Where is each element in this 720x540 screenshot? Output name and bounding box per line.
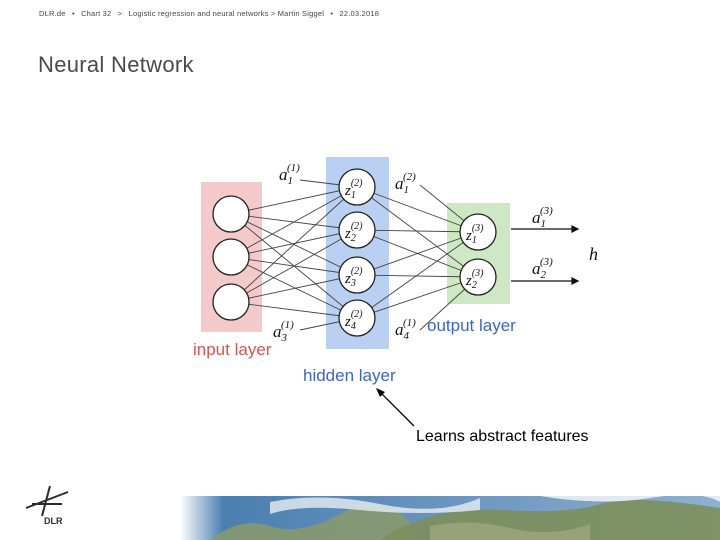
output-node-label: z2(3) bbox=[465, 268, 484, 291]
output-activation-2: a2(3) bbox=[532, 256, 553, 281]
activation-label-input-top: a1(1) bbox=[279, 162, 300, 187]
connection-hidden-output bbox=[356, 274, 479, 278]
output-activation-1: a1(3) bbox=[532, 205, 553, 230]
connection-hidden-output bbox=[356, 229, 479, 233]
activation-label-hidden-top: a1(2) bbox=[395, 171, 416, 196]
connection-input-hidden bbox=[230, 186, 358, 258]
connection-input-hidden bbox=[230, 186, 358, 215]
hidden-node bbox=[338, 256, 376, 294]
connection-hidden-output bbox=[356, 186, 479, 278]
input-node bbox=[212, 195, 250, 233]
annotation-pointer-head bbox=[376, 388, 385, 397]
hidden-node bbox=[338, 168, 376, 206]
connection-input-hidden bbox=[230, 301, 358, 319]
header-date: 22.03.2018 bbox=[339, 9, 380, 18]
annotation-pointer bbox=[379, 391, 415, 427]
hidden-node-label: z4(2) bbox=[344, 309, 363, 332]
hidden-layer-label: hidden layer bbox=[303, 366, 396, 385]
header-chart: Chart 32 bbox=[81, 9, 112, 18]
activation-label-hidden-bottom: a4(1) bbox=[395, 317, 416, 342]
earth-imagery-strip bbox=[180, 496, 720, 540]
hidden-node-label: z3(2) bbox=[344, 266, 363, 289]
slide-header: DLR.de • Chart 32 > Logistic regression … bbox=[39, 9, 383, 18]
connection-hidden-output bbox=[356, 231, 479, 276]
input-layer-label: input layer bbox=[193, 340, 272, 359]
hidden-node-label: z2(2) bbox=[344, 221, 363, 244]
node-labels: z1(2) z2(2) z3(2) z4(2) z1(3) z2(3) bbox=[344, 178, 484, 332]
connection-input-hidden bbox=[230, 274, 358, 303]
output-node-label: z1(3) bbox=[465, 223, 484, 246]
output-arrow-2-head bbox=[571, 277, 580, 285]
output-arrow-1-head bbox=[571, 225, 580, 233]
nodes bbox=[212, 168, 497, 337]
annotation-text: Learns abstract features bbox=[416, 428, 589, 445]
header-separator: • bbox=[71, 9, 75, 18]
connection-hidden-output bbox=[356, 276, 479, 319]
activation-label-input-bottom: a3(1) bbox=[273, 319, 294, 344]
connections bbox=[230, 179, 479, 331]
output-layer-label: output layer bbox=[427, 316, 516, 335]
svg-text:DLR: DLR bbox=[44, 516, 63, 526]
connection-input-hidden bbox=[230, 256, 358, 319]
connection-input-hidden bbox=[230, 229, 358, 258]
header-talk: Logistic regression and neural networks … bbox=[128, 9, 325, 18]
output-node bbox=[459, 213, 497, 251]
input-node bbox=[212, 283, 250, 321]
connection-hidden-output bbox=[356, 186, 479, 233]
header-separator: > bbox=[117, 9, 123, 18]
connection-hidden-output bbox=[356, 231, 479, 319]
slide-title: Neural Network bbox=[38, 52, 194, 77]
header-separator: • bbox=[330, 9, 334, 18]
connection-input-hidden bbox=[230, 229, 358, 303]
hidden-node bbox=[338, 299, 376, 337]
hidden-node-label: z1(2) bbox=[344, 178, 363, 201]
input-node bbox=[212, 238, 250, 276]
output-node bbox=[459, 258, 497, 296]
header-org: DLR.de bbox=[39, 9, 66, 18]
connection-input-hidden bbox=[230, 186, 358, 303]
dlr-logo: DLR bbox=[25, 485, 69, 526]
hidden-node bbox=[338, 211, 376, 249]
hypothesis-label: h bbox=[589, 244, 598, 264]
